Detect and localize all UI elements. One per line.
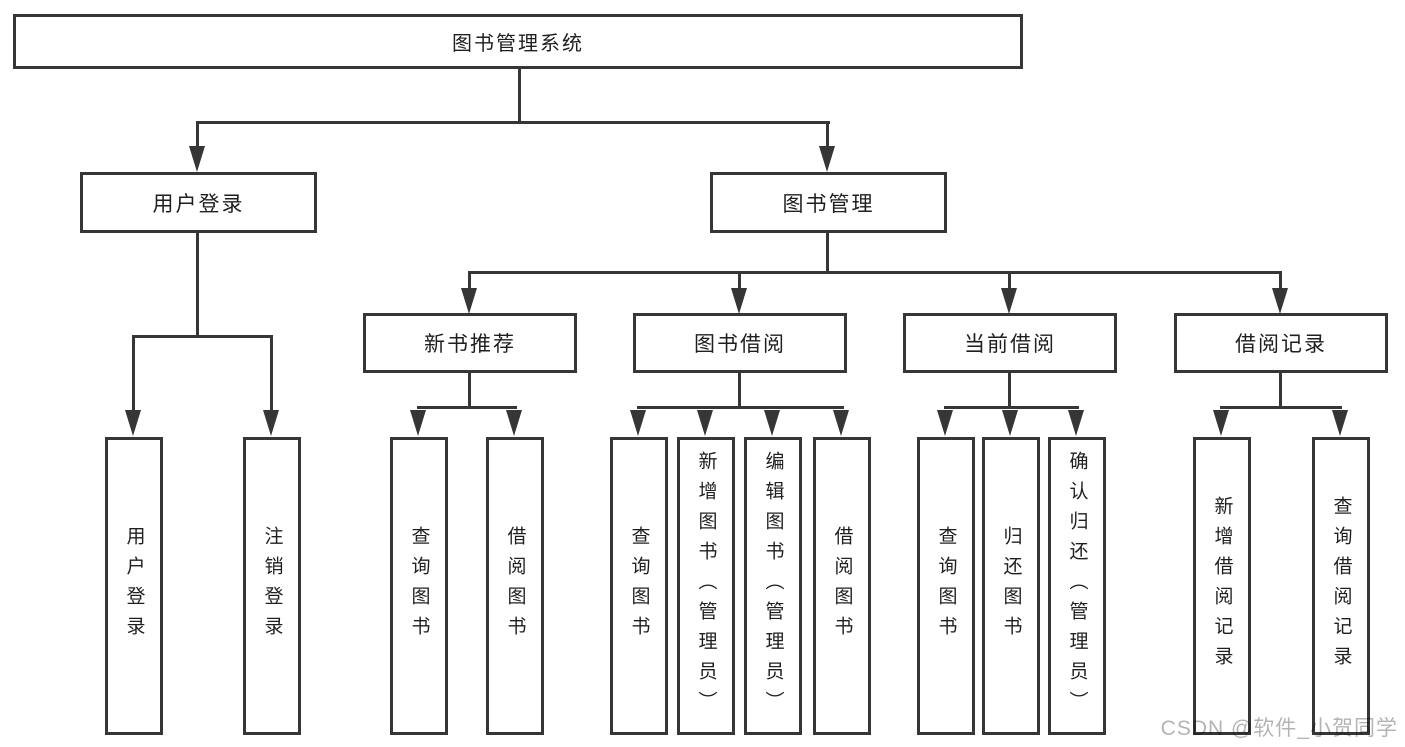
arrow-down-icon xyxy=(697,410,713,436)
arrow-down-icon xyxy=(1332,410,1348,436)
leaf-query-borrow-record: 查询借阅记录 xyxy=(1312,437,1370,735)
leaf-query-books-current-label: 查询图书 xyxy=(935,526,957,646)
arrow-down-icon xyxy=(410,410,426,436)
connector-borrow-record-hline xyxy=(1220,406,1342,409)
connector-new-book-rec-hline xyxy=(417,406,517,409)
connector-book-mgmt-stem xyxy=(826,233,829,274)
leaf-borrow-books-recommend-label: 借阅图书 xyxy=(504,526,526,646)
arrow-down-icon xyxy=(461,288,477,314)
node-new-book-recommend: 新书推荐 xyxy=(363,313,577,373)
node-book-borrow-label: 图书借阅 xyxy=(694,333,786,356)
connector-drop-leaf-user-login xyxy=(132,335,135,412)
arrow-down-icon xyxy=(1213,410,1229,436)
leaf-query-books-borrow-label: 查询图书 xyxy=(628,526,650,646)
leaf-query-books-recommend-label: 查询图书 xyxy=(408,526,430,646)
node-current-borrow-label: 当前借阅 xyxy=(964,333,1056,356)
leaf-return-books-label: 归还图书 xyxy=(1000,526,1022,646)
connector-root-stem xyxy=(518,69,521,124)
leaf-query-books-borrow: 查询图书 xyxy=(610,437,668,735)
arrow-down-icon xyxy=(506,410,522,436)
arrow-down-icon xyxy=(937,410,953,436)
node-new-book-recommend-label: 新书推荐 xyxy=(424,333,516,356)
node-borrow-record-label: 借阅记录 xyxy=(1235,333,1327,356)
arrow-down-icon xyxy=(630,410,646,436)
arrow-down-icon xyxy=(1001,288,1017,314)
node-root: 图书管理系统 xyxy=(13,14,1023,69)
leaf-add-borrow-record: 新增借阅记录 xyxy=(1193,437,1251,735)
leaf-confirm-return-admin-label: 确认归还（管理员） xyxy=(1066,451,1088,721)
node-current-borrow: 当前借阅 xyxy=(903,313,1117,373)
connector-user-login-stem xyxy=(196,233,199,338)
arrow-down-icon xyxy=(731,288,747,314)
node-book-borrow: 图书借阅 xyxy=(633,313,847,373)
leaf-add-books-admin: 新增图书（管理员） xyxy=(677,437,735,735)
connector-drop-borrow-record xyxy=(1279,271,1282,291)
leaf-user-login: 用户登录 xyxy=(105,437,163,735)
connector-drop-user-login xyxy=(196,121,199,148)
connector-book-mgmt-hline xyxy=(468,271,1282,274)
arrow-down-icon xyxy=(833,410,849,436)
arrow-down-icon xyxy=(125,410,141,436)
node-borrow-record: 借阅记录 xyxy=(1174,313,1388,373)
node-user-login: 用户登录 xyxy=(80,172,317,233)
arrow-down-icon xyxy=(1068,410,1084,436)
leaf-logout-label: 注销登录 xyxy=(261,526,283,646)
connector-borrow-record-stem xyxy=(1279,373,1282,409)
connector-current-borrow-hline xyxy=(944,406,1079,409)
arrow-down-icon xyxy=(819,146,835,172)
leaf-add-borrow-record-label: 新增借阅记录 xyxy=(1211,496,1233,676)
node-book-management: 图书管理 xyxy=(710,172,947,233)
leaf-borrow-books-borrow: 借阅图书 xyxy=(813,437,871,735)
node-root-label: 图书管理系统 xyxy=(452,33,584,55)
connector-current-borrow-stem xyxy=(1008,373,1011,409)
connector-drop-book-management xyxy=(826,121,829,148)
connector-drop-new-book-recommend xyxy=(468,271,471,291)
node-user-login-label: 用户登录 xyxy=(152,192,245,216)
arrow-down-icon xyxy=(1002,410,1018,436)
arrow-down-icon xyxy=(263,410,279,436)
leaf-edit-books-admin: 编辑图书（管理员） xyxy=(744,437,802,735)
connector-book-borrow-hline xyxy=(637,406,844,409)
connector-user-login-hline xyxy=(132,335,273,338)
leaf-query-books-recommend: 查询图书 xyxy=(390,437,448,735)
connector-drop-leaf-logout xyxy=(270,335,273,412)
leaf-query-borrow-record-label: 查询借阅记录 xyxy=(1330,496,1352,676)
connector-new-book-rec-stem xyxy=(468,373,471,409)
connector-root-hline xyxy=(196,121,830,124)
leaf-logout: 注销登录 xyxy=(243,437,301,735)
leaf-query-books-current: 查询图书 xyxy=(917,437,975,735)
leaf-return-books: 归还图书 xyxy=(982,437,1040,735)
connector-drop-current-borrow xyxy=(1008,271,1011,291)
leaf-borrow-books-borrow-label: 借阅图书 xyxy=(831,526,853,646)
leaf-borrow-books-recommend: 借阅图书 xyxy=(486,437,544,735)
leaf-user-login-label: 用户登录 xyxy=(123,526,145,646)
connector-drop-book-borrow xyxy=(738,271,741,291)
leaf-confirm-return-admin: 确认归还（管理员） xyxy=(1048,437,1106,735)
arrow-down-icon xyxy=(1272,288,1288,314)
node-book-management-label: 图书管理 xyxy=(782,192,875,216)
watermark: CSDN @软件_小贺同学 xyxy=(1160,717,1398,740)
connector-book-borrow-stem xyxy=(738,373,741,409)
leaf-add-books-admin-label: 新增图书（管理员） xyxy=(695,451,717,721)
leaf-edit-books-admin-label: 编辑图书（管理员） xyxy=(762,451,784,721)
arrow-down-icon xyxy=(189,146,205,172)
arrow-down-icon xyxy=(764,410,780,436)
